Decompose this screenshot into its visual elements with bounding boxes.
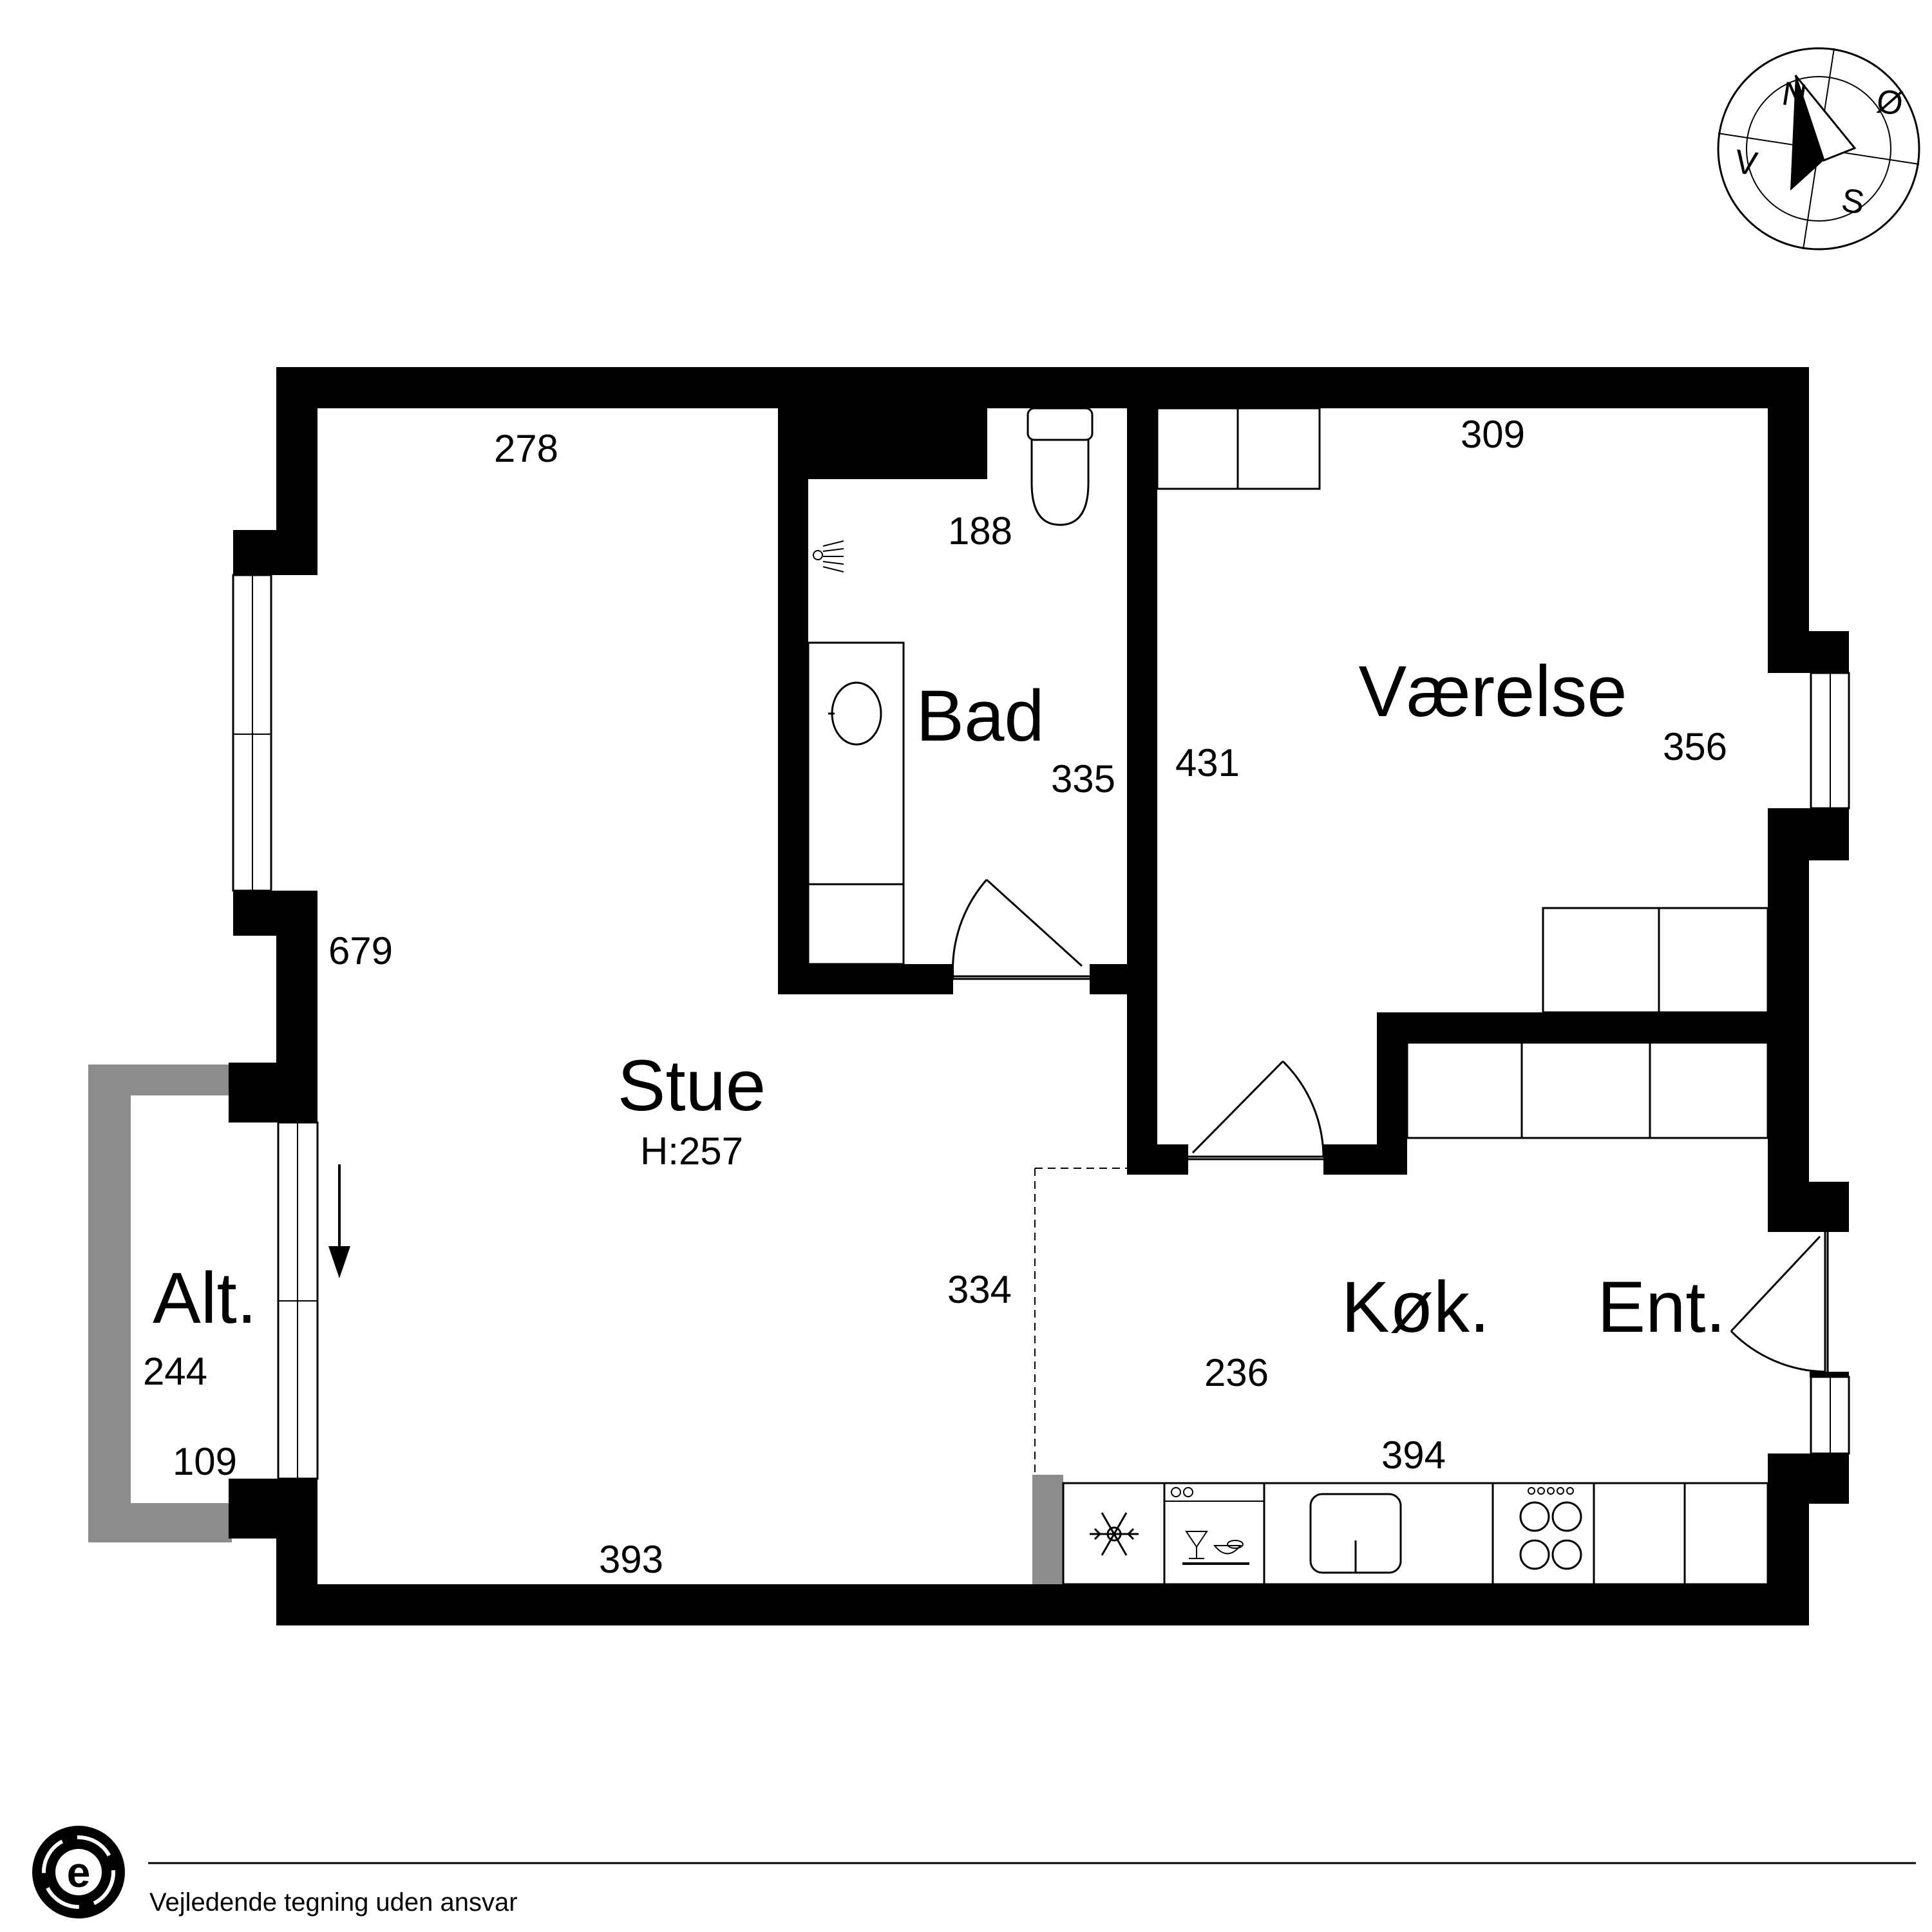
room-label-alt: Alt. [153, 1258, 257, 1338]
vaerelse-window [1810, 672, 1850, 810]
compass-rose: N Ø S V [1717, 47, 1920, 251]
kitchen-divider-dashed [1034, 1168, 1127, 1475]
compass-south: S [1839, 182, 1867, 222]
footer-disclaimer: Vejledende tegning uden ansvar [149, 1888, 518, 1917]
stue-window-balcony-door [277, 1121, 319, 1480]
toilet-icon [1027, 407, 1094, 526]
compass-north: N [1779, 75, 1809, 115]
kitchen-sink-icon [1309, 1493, 1402, 1574]
room-label-kok: Køk. [1341, 1267, 1490, 1347]
dim-bad-right: 335 [1051, 757, 1115, 800]
cooktop-icon [1519, 1487, 1582, 1570]
compass-west: V [1732, 143, 1761, 184]
dim-stue-top: 278 [494, 427, 558, 470]
dim-vaerelse-right: 356 [1663, 725, 1727, 768]
shower-head-icon [813, 540, 844, 573]
stue-window-top [232, 574, 272, 892]
dim-vaerelse-top: 309 [1461, 413, 1525, 456]
company-logo-icon: e [32, 1826, 125, 1918]
wardrobe-top [1156, 407, 1321, 490]
sink-icon [828, 681, 882, 746]
room-label-ent: Ent. [1597, 1267, 1725, 1347]
room-label-stue: Stue [618, 1045, 766, 1126]
outer-walls [229, 367, 1849, 1625]
dim-kok-left: 236 [1204, 1351, 1269, 1394]
dim-stue-bottom: 393 [599, 1538, 663, 1581]
dim-bad-top: 188 [948, 509, 1012, 553]
entrance-window [1810, 1376, 1850, 1455]
kitchen-counter [1062, 1482, 1769, 1586]
kitchen-upper-cabinets [1406, 1041, 1769, 1139]
wardrobe-bottom [1542, 907, 1769, 1014]
bad-door[interactable] [952, 878, 1090, 980]
dim-alt-height: 244 [143, 1350, 207, 1393]
room-label-vaerelse: Værelse [1358, 651, 1627, 732]
dim-kok-bottom: 394 [1381, 1434, 1446, 1477]
bathroom-vanity [807, 641, 905, 965]
entrance-door[interactable] [1730, 1232, 1829, 1373]
compass-east: Ø [1874, 82, 1906, 124]
room-label-bad: Bad [916, 676, 1044, 756]
logo-letter: e [67, 1848, 91, 1896]
dim-stue-right: 334 [947, 1268, 1012, 1311]
dim-alt-depth: 109 [173, 1440, 237, 1483]
dim-stue-left: 679 [328, 929, 393, 972]
balcony-door-arrow-icon [328, 1164, 350, 1278]
compass-needle-icon [1790, 75, 1824, 191]
balcony-railing [88, 1065, 232, 1542]
freezer-snowflake-icon [1090, 1512, 1139, 1556]
vaerelse-door[interactable] [1188, 1060, 1325, 1160]
dishwasher-icon [1164, 1482, 1265, 1565]
room-height-stue: H:257 [640, 1130, 743, 1173]
dim-vaerelse-left: 431 [1175, 741, 1240, 784]
interior-walls [778, 408, 1768, 1584]
